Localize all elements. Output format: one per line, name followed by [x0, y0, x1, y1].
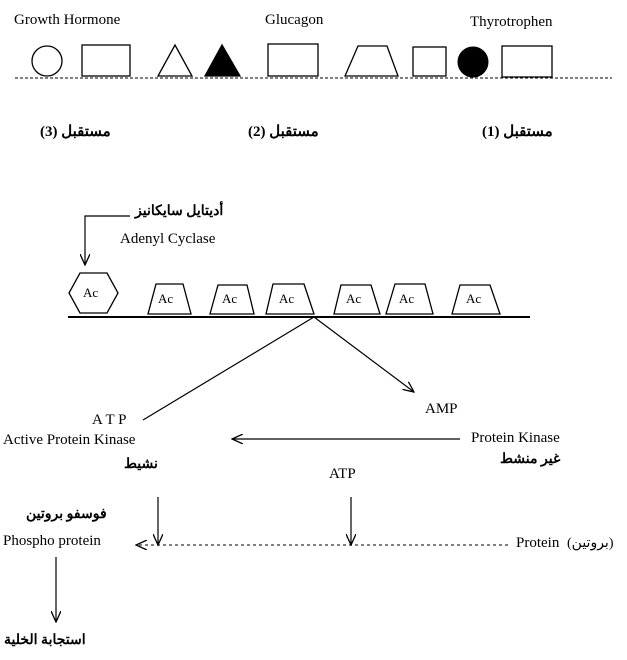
hormone-label-glucagon: Glucagon [265, 12, 324, 28]
hormone-label-growth: Growth Hormone [14, 12, 121, 28]
receptor-label-1: مستقبل (1) [482, 124, 553, 140]
ac-hexagon [68, 272, 119, 314]
protein-label-en: Protein [516, 535, 560, 551]
receptor-triangle-filled [203, 43, 242, 77]
phospho-label-ar: فوسفو بروتين [26, 507, 107, 522]
ac-label: Ac [399, 291, 415, 306]
ac-unit [147, 283, 192, 315]
ac-unit [451, 284, 501, 315]
receptor-label-2: مستقبل (2) [248, 124, 319, 140]
ac-label: Ac [466, 291, 482, 306]
inactive-label-ar: غير منشط [500, 452, 561, 467]
ac-unit [265, 283, 315, 315]
atp-mid-label: ATP [329, 466, 356, 482]
ac-label: Ac [279, 291, 295, 306]
ac-label: Ac [222, 291, 238, 306]
ac-label: Ac [158, 291, 174, 306]
cyclase-pointer-arrow [85, 215, 130, 265]
receptor-rectangle [81, 44, 131, 77]
receptor-triangle-open [156, 43, 194, 77]
protein-kinase-label: Protein Kinase [471, 430, 560, 446]
receptor-label-3: مستقبل (3) [40, 124, 111, 140]
active-label-ar: نشيط [124, 457, 158, 472]
receptor-square [412, 46, 447, 77]
receptor-circle-filled [457, 46, 489, 78]
ac-unit [385, 283, 434, 315]
phospho-label-en: Phospho protein [3, 533, 101, 549]
ac-label: Ac [346, 291, 362, 306]
atp-line [142, 316, 315, 421]
amp-arrow [313, 316, 414, 392]
receptor-rectangle [267, 43, 319, 77]
ac-unit [333, 284, 381, 315]
receptor-circle [31, 45, 63, 77]
active-kinase-label: Active Protein Kinase [3, 432, 136, 448]
receptor-rectangle [501, 45, 553, 78]
ac-label: Ac [83, 285, 99, 300]
ac-unit [209, 284, 255, 315]
atp-top-label: A T P [92, 412, 127, 428]
receptor-trapezoid [344, 45, 399, 77]
cyclase-label-ar: أديتايل سايكانيز [135, 204, 224, 219]
cyclase-label-en: Adenyl Cyclase [120, 231, 216, 247]
protein-label-ar: (بروتين) [567, 536, 614, 551]
cell-response-label: استجابة الخلية [4, 633, 86, 648]
hormone-label-thyrotrophen: Thyrotrophen [470, 14, 553, 30]
amp-label: AMP [425, 401, 458, 417]
